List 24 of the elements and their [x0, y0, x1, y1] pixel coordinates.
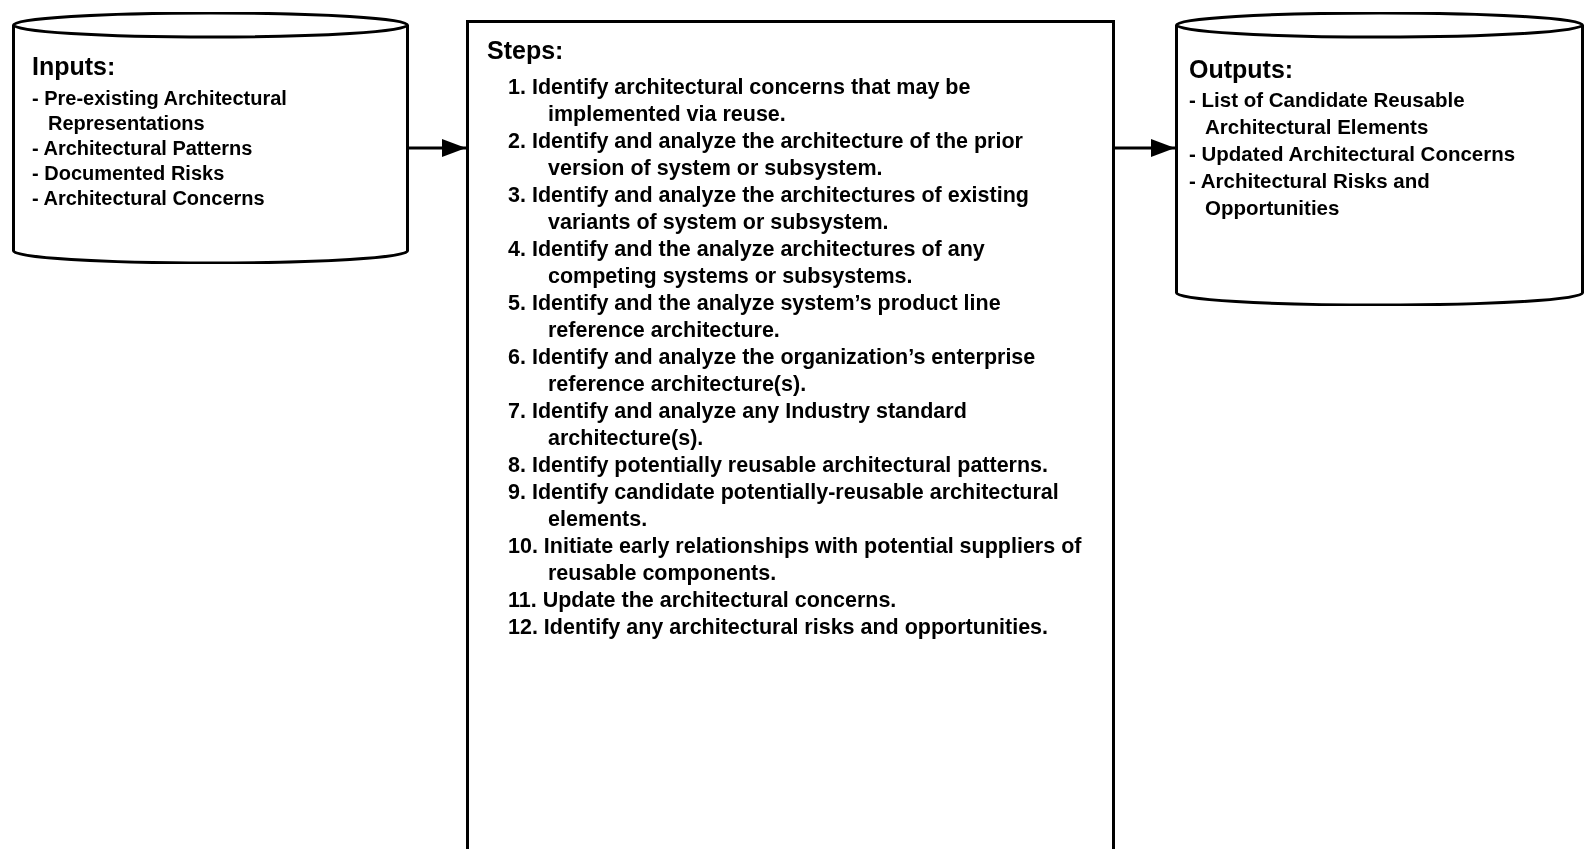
list-item: 11. Update the architectural concerns. — [507, 587, 898, 614]
list-item: 10. Initiate early relationships with potential suppliers of reusable components. — [507, 533, 1083, 587]
list-item: 3. Identify and analyze the architectures of existing variants of system or subsystem. — [507, 182, 1030, 236]
list-item: - Architectural Concerns — [32, 186, 266, 211]
arrow — [409, 139, 466, 157]
list-item: 12. Identify any architectural risks and opportunities. — [507, 614, 1050, 641]
list-item: - List of Candidate Reusable Architectural Elements — [1189, 87, 1466, 140]
list-item: 1. Identify architectural concerns that may be implemented via reuse. — [507, 74, 972, 128]
list-item: 7. Identify and analyze any Industry standard architecture(s). — [507, 398, 968, 452]
list-item: - Pre-existing Architectural Representations — [32, 86, 288, 136]
list-item: 9. Identify candidate potentially-reusable architectural elements. — [507, 479, 1060, 533]
heading: Steps: — [487, 35, 565, 66]
list-item: 2. Identify and analyze the architecture of the prior version of system or subsystem. — [507, 128, 1024, 182]
list-item: - Architectural Patterns — [32, 136, 254, 161]
list-item: 5. Identify and the analyze system’s product line reference architecture. — [507, 290, 1002, 344]
heading: Outputs: — [1189, 54, 1295, 85]
list-item: - Updated Architectural Concerns — [1189, 141, 1517, 167]
list-item: - Architectural Risks and Opportunities — [1189, 168, 1431, 221]
list-item: 4. Identify and the analyze architectures of any competing systems or subsystems. — [507, 236, 986, 290]
arrow — [1115, 139, 1175, 157]
list-item: 8. Identify potentially reusable architectural patterns. — [507, 452, 1050, 479]
list-item: - Documented Risks — [32, 161, 226, 186]
heading: Inputs: — [32, 51, 117, 82]
list-item: 6. Identify and analyze the organization’s enterprise reference architecture(s). — [507, 344, 1037, 398]
